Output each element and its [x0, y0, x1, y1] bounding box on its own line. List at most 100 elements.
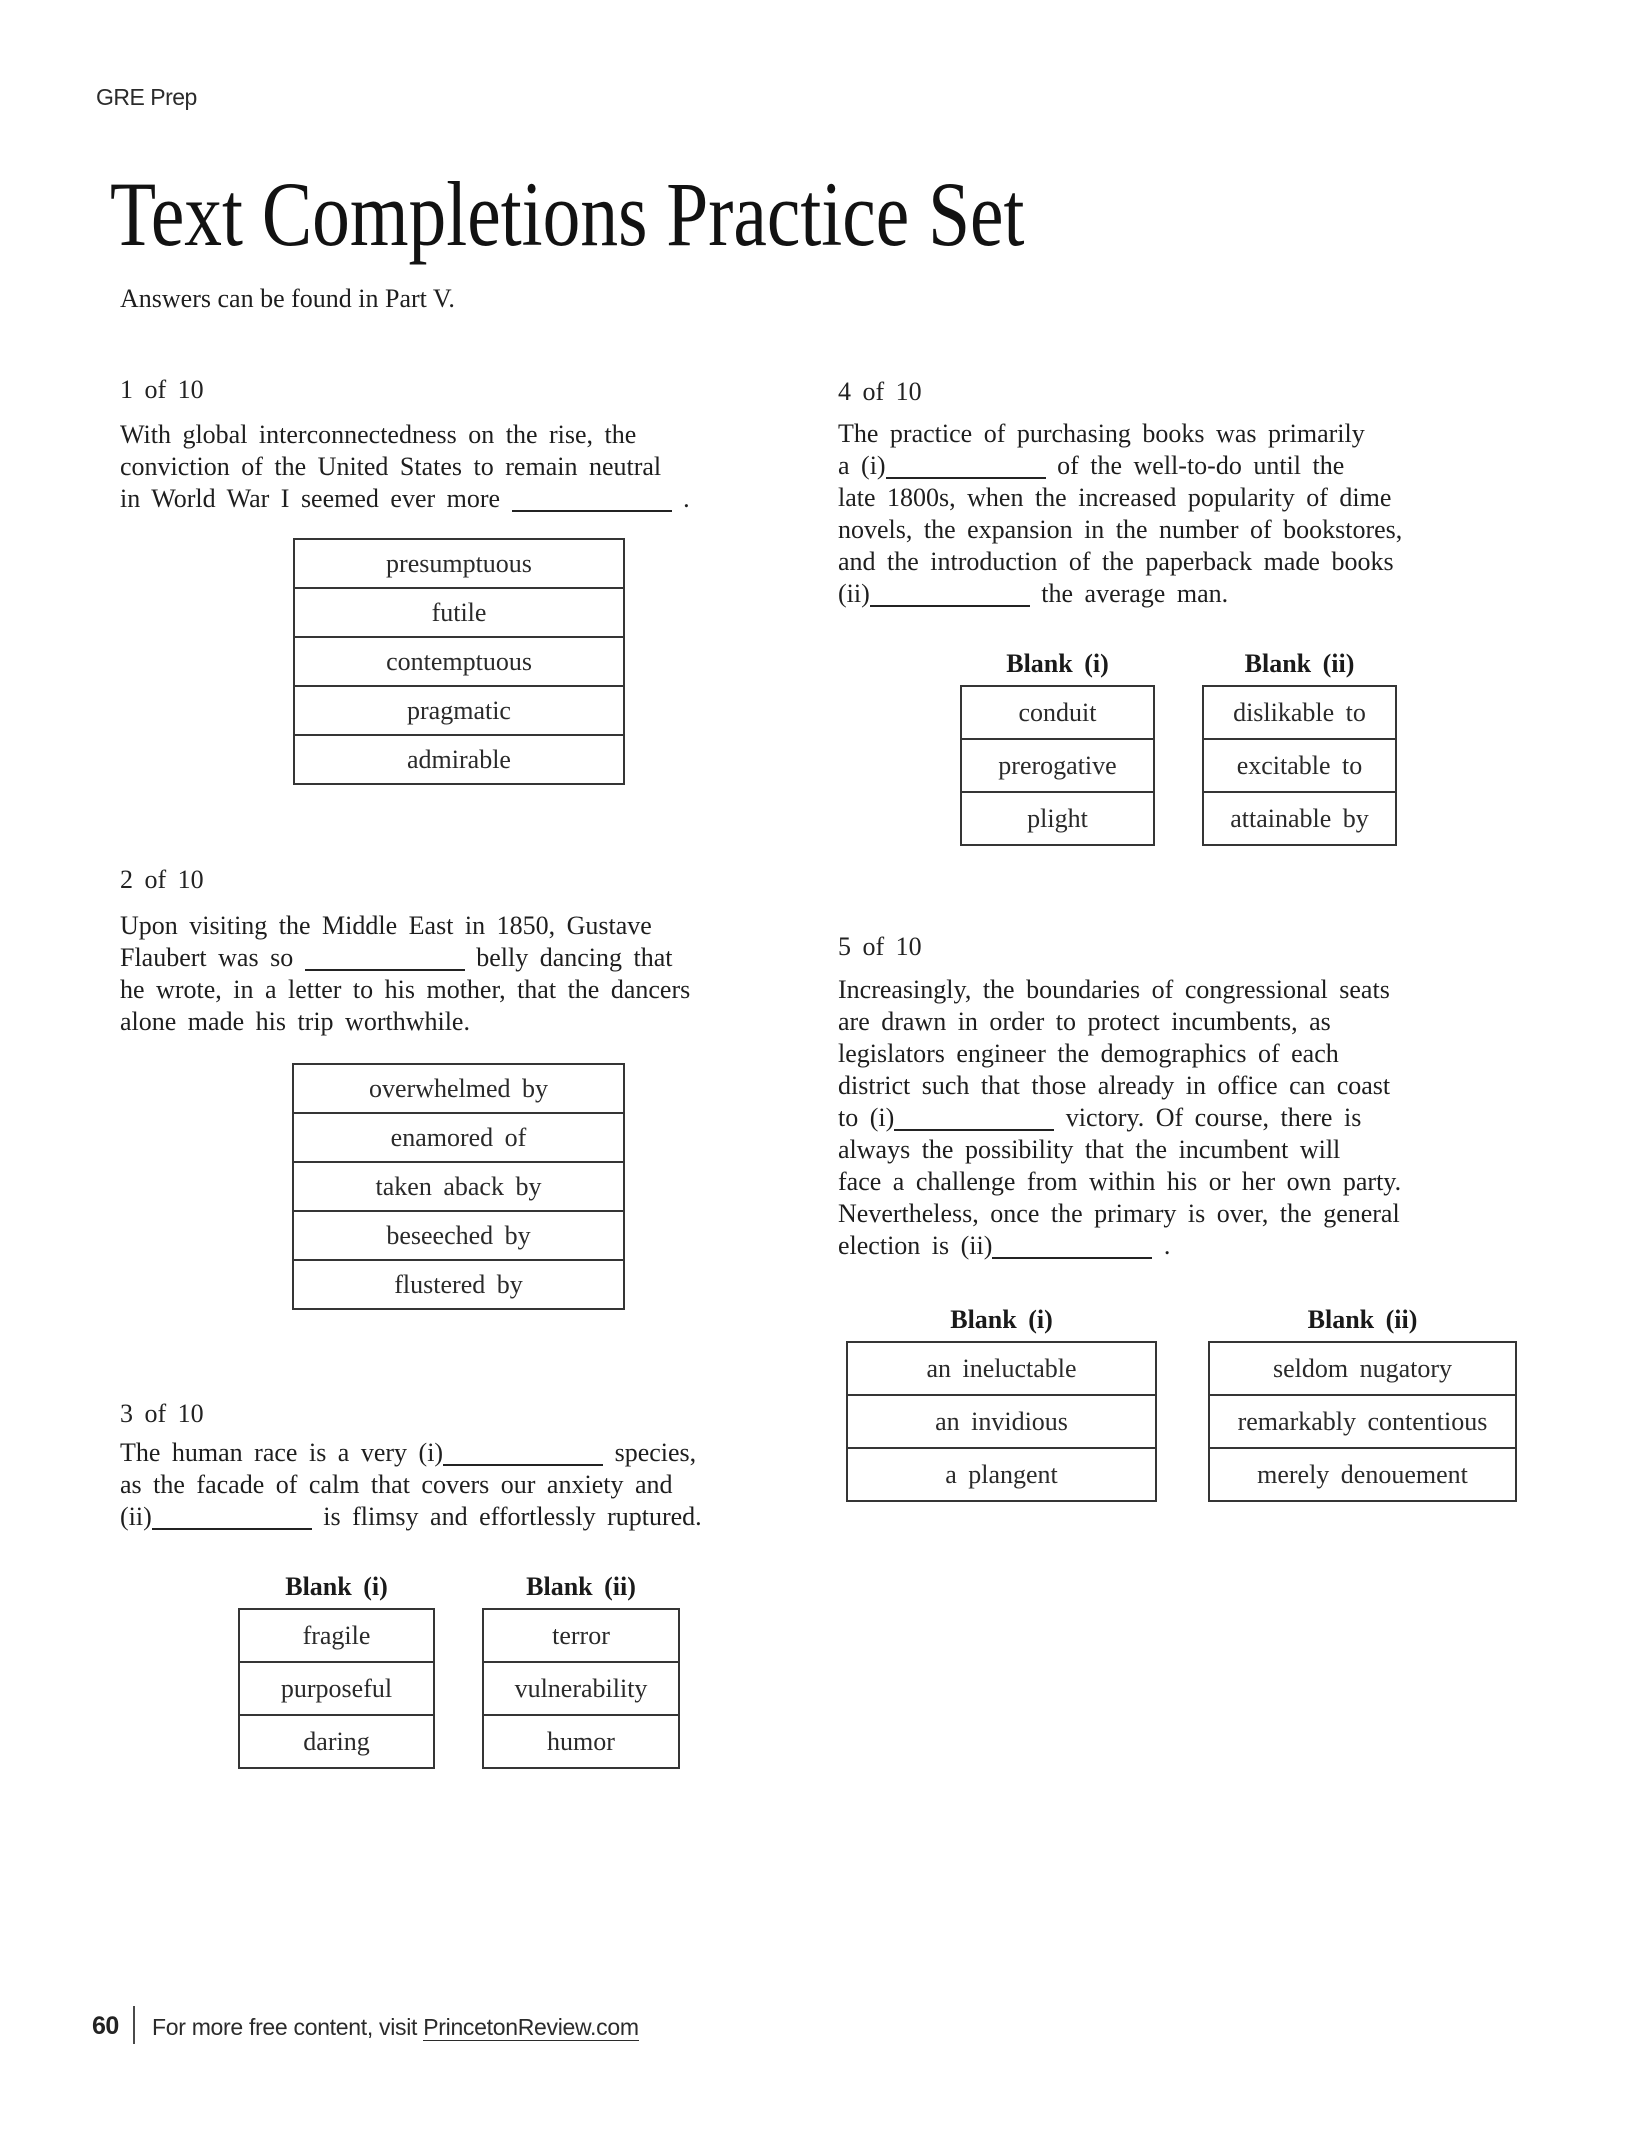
footer-note-text: For more free content, visit — [152, 2014, 424, 2040]
question-text-line: With global interconnectedness on the ri… — [120, 420, 637, 449]
question-text-line: legislators engineer the demographics of… — [838, 1039, 1339, 1068]
blank-column-header: Blank (i) — [1006, 649, 1109, 678]
fill-in-blank — [304, 961, 465, 971]
question-text-line: always the possibility that the incumben… — [838, 1135, 1341, 1164]
question-text-line: as the facade of calm that covers our an… — [120, 1470, 673, 1499]
option-row: seldom nugatory — [1272, 1353, 1453, 1383]
option-row: daring — [240, 1714, 433, 1767]
footer-note: For more free content, visit PrincetonRe… — [152, 2014, 639, 2041]
question-paragraph: The human race is a very (i) species, as … — [120, 1437, 776, 1533]
option-row: an invidious — [848, 1394, 1155, 1447]
option-row: contemptuous — [295, 636, 623, 685]
question-text-line: (ii) the average man. — [838, 579, 1229, 608]
question-paragraph: Increasingly, the boundaries of congress… — [838, 974, 1476, 1262]
question-text-line: Upon visiting the Middle East in 1850, G… — [120, 911, 652, 940]
option-row: beseeched by — [294, 1210, 623, 1259]
question-text-line: election is (ii) . — [838, 1231, 1171, 1260]
option-row: humor — [484, 1714, 678, 1767]
page-title: Text Completions Practice Set — [110, 163, 1025, 265]
option-row: merely denouement — [1210, 1447, 1515, 1500]
fill-in-blank — [992, 1249, 1153, 1259]
blank-column-header: Blank (ii) — [526, 1572, 636, 1601]
brand-header: GRE Prep — [96, 84, 197, 110]
option-row: purposeful — [240, 1661, 433, 1714]
question-paragraph: With global interconnectedness on the ri… — [120, 419, 770, 515]
option-row: vulnerability — [484, 1661, 678, 1714]
question-text-line: Increasingly, the boundaries of congress… — [838, 975, 1390, 1004]
question-paragraph: The practice of purchasing books was pri… — [838, 418, 1478, 610]
option-row: an ineluctable — [926, 1353, 1077, 1383]
question-number: 1 of 10 — [120, 375, 204, 404]
answers-note: Answers can be found in Part V. — [120, 284, 455, 313]
option-row: plight — [962, 791, 1153, 844]
blank-column-header: Blank (ii) — [1307, 1305, 1418, 1334]
option-row: futile — [295, 587, 623, 636]
question-text-line: The practice of purchasing books was pri… — [838, 419, 1365, 448]
question-text-line: he wrote, in a letter to his mother, tha… — [120, 975, 691, 1004]
fill-in-blank — [511, 502, 672, 512]
question-text-line: The human race is a very (i) species, — [120, 1438, 697, 1467]
answer-table-q5-blank-ii: Blank (ii) seldom nugatory remarkably cont… — [1208, 1305, 1517, 1502]
question-text-line: face a challenge from within his or her … — [838, 1167, 1402, 1196]
question-text-line: (ii) is flimsy and effortlessly ruptured… — [120, 1502, 702, 1531]
option-row: dislikable to — [1233, 697, 1366, 727]
question-text-line: Flaubert was so belly dancing that — [120, 943, 673, 972]
question-text-line: are drawn in order to protect incumbents… — [838, 1007, 1331, 1036]
option-row: flustered by — [294, 1259, 623, 1308]
question-text-line: novels, the expansion in the number of b… — [838, 515, 1403, 544]
option-row: presumptuous — [386, 548, 532, 578]
question-text-line: district such that those already in offi… — [838, 1071, 1391, 1100]
blank-column-header: Blank (i) — [285, 1572, 388, 1601]
question-text-line: alone made his trip worthwhile. — [120, 1007, 470, 1036]
option-row: enamored of — [294, 1112, 623, 1161]
question-paragraph: Upon visiting the Middle East in 1850, G… — [120, 910, 772, 1038]
question-text-line: in World War I seemed ever more . — [120, 484, 690, 513]
option-row: excitable to — [1204, 738, 1395, 791]
question-text-line: a (i) of the well-to-do until the — [838, 451, 1345, 480]
option-row: attainable by — [1204, 791, 1395, 844]
option-row: fragile — [302, 1620, 371, 1650]
question-number: 3 of 10 — [120, 1399, 204, 1428]
question-number: 4 of 10 — [838, 377, 922, 406]
option-row: overwhelmed by — [368, 1073, 548, 1103]
option-row: a plangent — [848, 1447, 1155, 1500]
fill-in-blank — [869, 597, 1030, 607]
question-text-line: late 1800s, when the increased popularit… — [838, 483, 1392, 512]
footer-divider — [133, 2006, 135, 2044]
option-row: pragmatic — [295, 685, 623, 734]
blank-column-header: Blank (i) — [950, 1305, 1053, 1334]
question-text-line: to (i) victory. Of course, there is — [838, 1103, 1362, 1132]
option-row: remarkably contentious — [1210, 1394, 1515, 1447]
page-number: 60 — [92, 2012, 119, 2040]
option-row: terror — [552, 1620, 610, 1650]
option-row: admirable — [295, 734, 623, 783]
option-row: conduit — [1018, 697, 1097, 727]
option-row: taken aback by — [294, 1161, 623, 1210]
question-number: 5 of 10 — [838, 932, 922, 961]
question-text-line: and the introduction of the paperback ma… — [838, 547, 1394, 576]
question-number: 2 of 10 — [120, 865, 204, 894]
fill-in-blank — [443, 1456, 604, 1466]
fill-in-blank — [151, 1520, 312, 1530]
question-text-line: Nevertheless, once the primary is over, … — [838, 1199, 1400, 1228]
princeton-review-link[interactable]: PrincetonReview.com — [423, 2014, 639, 2041]
fill-in-blank — [885, 469, 1046, 479]
blank-column-header: Blank (ii) — [1244, 649, 1355, 678]
question-text-line: conviction of the United States to remai… — [120, 452, 662, 481]
